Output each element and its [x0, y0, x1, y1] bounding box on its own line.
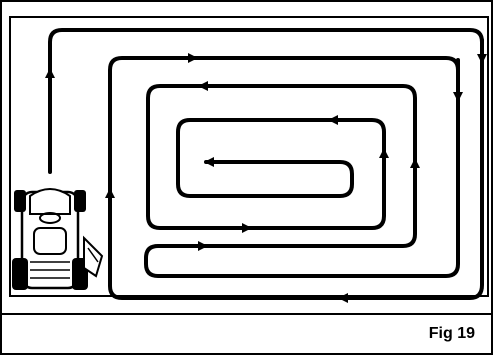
mower-rear-left-wheel [12, 258, 28, 290]
mower-hood [29, 188, 71, 215]
mower-steering-wheel [39, 212, 61, 224]
path-outer-loop [48, 28, 484, 300]
riding-mower-icon [12, 188, 104, 290]
figure-caption: Fig 19 [428, 325, 475, 342]
mowing-path [45, 28, 487, 303]
mower-front-right-wheel [74, 190, 86, 212]
mower-seat [33, 227, 67, 255]
mower-discharge-chute [83, 235, 104, 278]
mower-detail-line [87, 247, 99, 263]
path-second-loop [108, 56, 460, 278]
mower-front-left-wheel [14, 190, 26, 212]
